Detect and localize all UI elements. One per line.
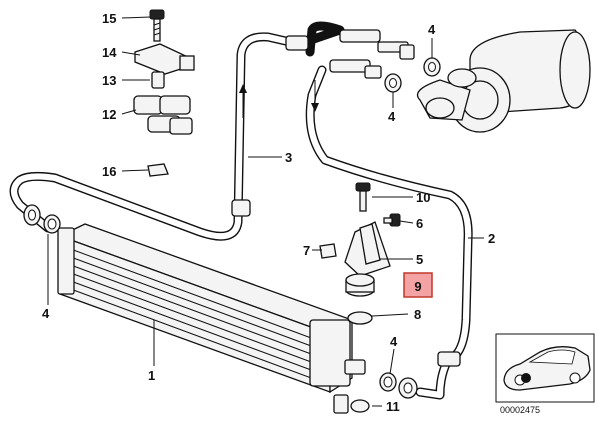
nut-7	[319, 243, 337, 259]
hose-sleeve	[231, 199, 251, 217]
bolt-10	[355, 182, 371, 212]
highlight-box-9[interactable]	[403, 272, 433, 298]
callout-3: 3	[285, 150, 292, 165]
callout-10: 10	[416, 190, 430, 205]
callout-11: 11	[386, 399, 400, 414]
hose-line-3	[9, 32, 295, 241]
callout-4-bottom: 4	[390, 334, 398, 349]
oil-filter-housing	[416, 29, 591, 133]
callout-5: 5	[416, 252, 423, 267]
callout-12: 12	[102, 107, 116, 122]
flow-arrow-up	[239, 84, 247, 118]
callout-8: 8	[414, 307, 421, 322]
callout-7: 7	[303, 243, 310, 258]
car-locator-inset: 00002475	[495, 333, 595, 415]
callout-1: 1	[148, 368, 155, 383]
flow-arrow-down	[311, 80, 319, 112]
callout-14: 14	[102, 45, 117, 60]
rubber-mount-9	[345, 273, 375, 297]
callout-4-left: 4	[42, 306, 50, 321]
callout-13: 13	[102, 73, 116, 88]
oil-cooler	[57, 223, 366, 414]
seal-ring	[23, 57, 441, 399]
callout-9: 9	[414, 279, 421, 294]
hose-sleeve	[437, 351, 461, 367]
washer-8	[347, 311, 373, 325]
nut-16	[147, 163, 169, 177]
leader-lines	[47, 16, 484, 407]
bracket-5	[344, 221, 391, 277]
bolt-6	[383, 213, 401, 227]
callout-6: 6	[416, 216, 423, 231]
callout-4-mid: 4	[388, 109, 396, 124]
upper-fittings	[285, 29, 415, 79]
screw-11	[350, 399, 370, 413]
bolt-15	[149, 9, 165, 42]
sleeve-13	[151, 71, 165, 89]
callout-4-top: 4	[428, 22, 436, 37]
inset-code: 00002475	[500, 405, 540, 415]
callout-15: 15	[102, 11, 116, 26]
bracket-14	[134, 43, 195, 75]
clamp-12	[133, 95, 193, 135]
callout-16: 16	[102, 164, 116, 179]
callout-2: 2	[488, 231, 495, 246]
